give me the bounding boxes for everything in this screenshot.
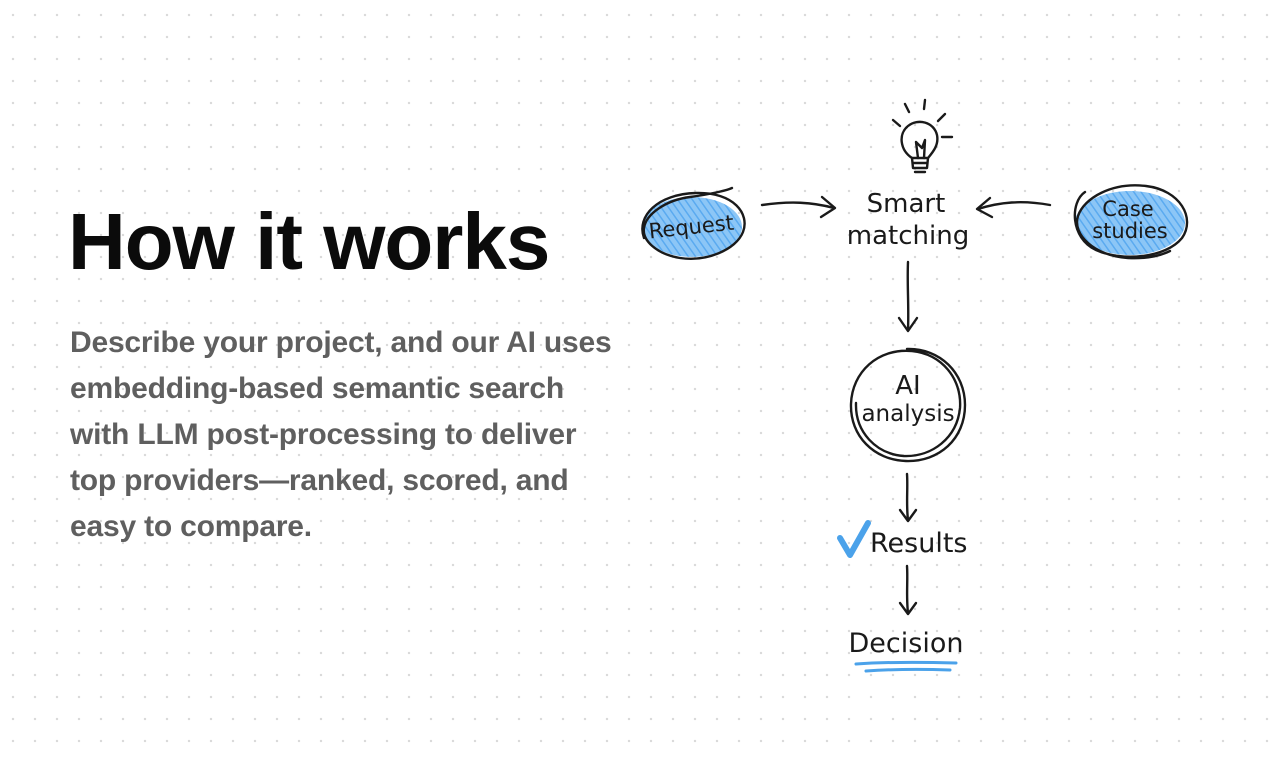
decision-node: Decision [849,628,964,673]
results-node: Results [837,520,968,559]
checkmark-icon [837,520,871,558]
results-label: Results [870,528,968,559]
case-studies-label-line1: Case [1102,197,1153,221]
ai-analysis-label-line2: analysis [861,401,954,427]
arrow-results-to-decision [898,564,918,616]
ai-analysis-label-line1: AI [895,371,920,401]
section-heading: How it works [68,197,550,286]
case-studies-node: Case studies [1073,184,1189,260]
decision-underline [854,660,958,666]
decision-underline-second [864,667,952,673]
decision-label: Decision [849,628,964,659]
lightbulb-icon [891,98,954,174]
arrow-casestudies-to-matching [975,196,1052,219]
smart-matching-node: Smart matching [847,189,969,251]
flow-diagram: Request Smart matching Case studies AI a… [641,98,1189,673]
arrow-request-to-matching [760,195,837,219]
smart-matching-label-line2: matching [847,221,969,251]
smart-matching-label-line1: Smart [867,189,946,219]
request-node: Request [641,186,746,260]
ai-analysis-node: AI analysis [849,347,967,463]
section-description: Describe your project, and our AI uses e… [70,326,612,543]
arrow-analysis-to-results [898,472,918,523]
arrow-matching-to-analysis [897,260,919,333]
case-studies-label-line2: studies [1092,219,1168,243]
